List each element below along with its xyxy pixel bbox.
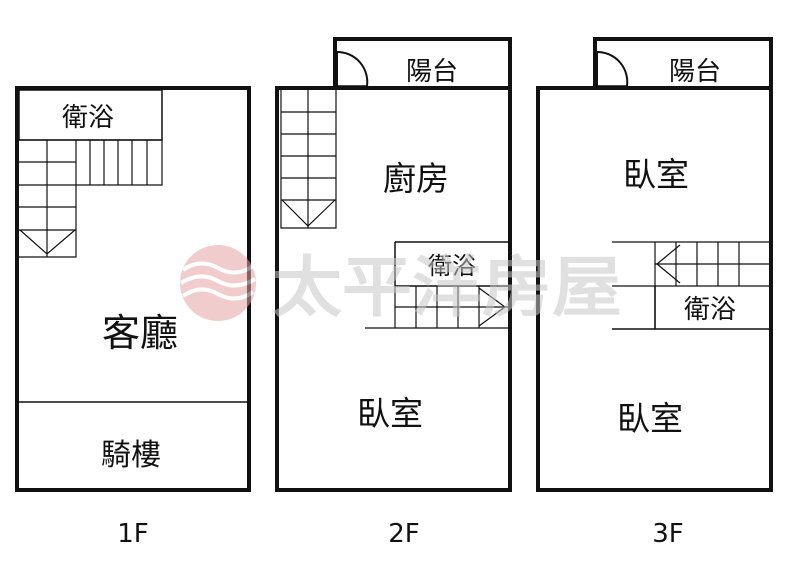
floor-2-bathroom-label: 衛浴 bbox=[428, 252, 476, 280]
floor-2-balcony-wall bbox=[333, 37, 512, 88]
floor-2: 陽台 廚房 衛浴 臥室 bbox=[275, 37, 512, 492]
floor-3: 陽台 臥室 衛浴 臥室 bbox=[536, 37, 773, 492]
floor-2-lower-stair-arrow bbox=[478, 287, 507, 327]
watermark: 太平洋房屋 bbox=[179, 245, 622, 326]
floor-2-stair-direction-arrow bbox=[281, 199, 336, 227]
watermark-text: 太平洋房屋 bbox=[272, 248, 622, 326]
floor-2-staircase bbox=[280, 90, 337, 229]
floor-3-bathroom-label: 衛浴 bbox=[684, 295, 736, 325]
floor-3-balcony-door-icon bbox=[596, 50, 629, 87]
floor-2-balcony-label: 陽台 bbox=[406, 57, 458, 87]
floor-2-balcony-door-icon bbox=[336, 50, 369, 87]
floor-3-balcony-label: 陽台 bbox=[669, 57, 721, 87]
floor-1: 衛浴 客廳 騎樓 bbox=[15, 86, 251, 492]
floor-1-stair-direction-arrow bbox=[19, 229, 76, 255]
floor-1-staircase bbox=[19, 139, 163, 258]
floor-1-arcade-label: 騎樓 bbox=[101, 438, 161, 473]
floor-2-kitchen-label: 廚房 bbox=[383, 159, 449, 198]
floor-2-lower-staircase bbox=[365, 286, 508, 329]
floor-3-outer-wall bbox=[536, 86, 773, 492]
floor-2-outer-wall bbox=[275, 86, 512, 492]
floor-3-label: 3F bbox=[652, 519, 684, 549]
floor-2-bedroom-label: 臥室 bbox=[357, 394, 423, 433]
floor-1-bathroom-label: 衛浴 bbox=[62, 103, 114, 133]
wave-circle-logo-icon bbox=[179, 245, 257, 321]
floor-3-balcony-wall bbox=[593, 37, 773, 88]
floor-3-upper-bedroom-label: 臥室 bbox=[623, 155, 689, 194]
floor-3-stair-direction-arrow bbox=[656, 244, 681, 284]
floor-2-bathroom-wall bbox=[394, 241, 508, 287]
floor-1-label: 1F bbox=[117, 519, 149, 549]
floor-1-living-room-label: 客廳 bbox=[102, 311, 178, 355]
floor-3-lower-bedroom-label: 臥室 bbox=[617, 399, 683, 438]
floor-2-label: 2F bbox=[388, 519, 420, 549]
